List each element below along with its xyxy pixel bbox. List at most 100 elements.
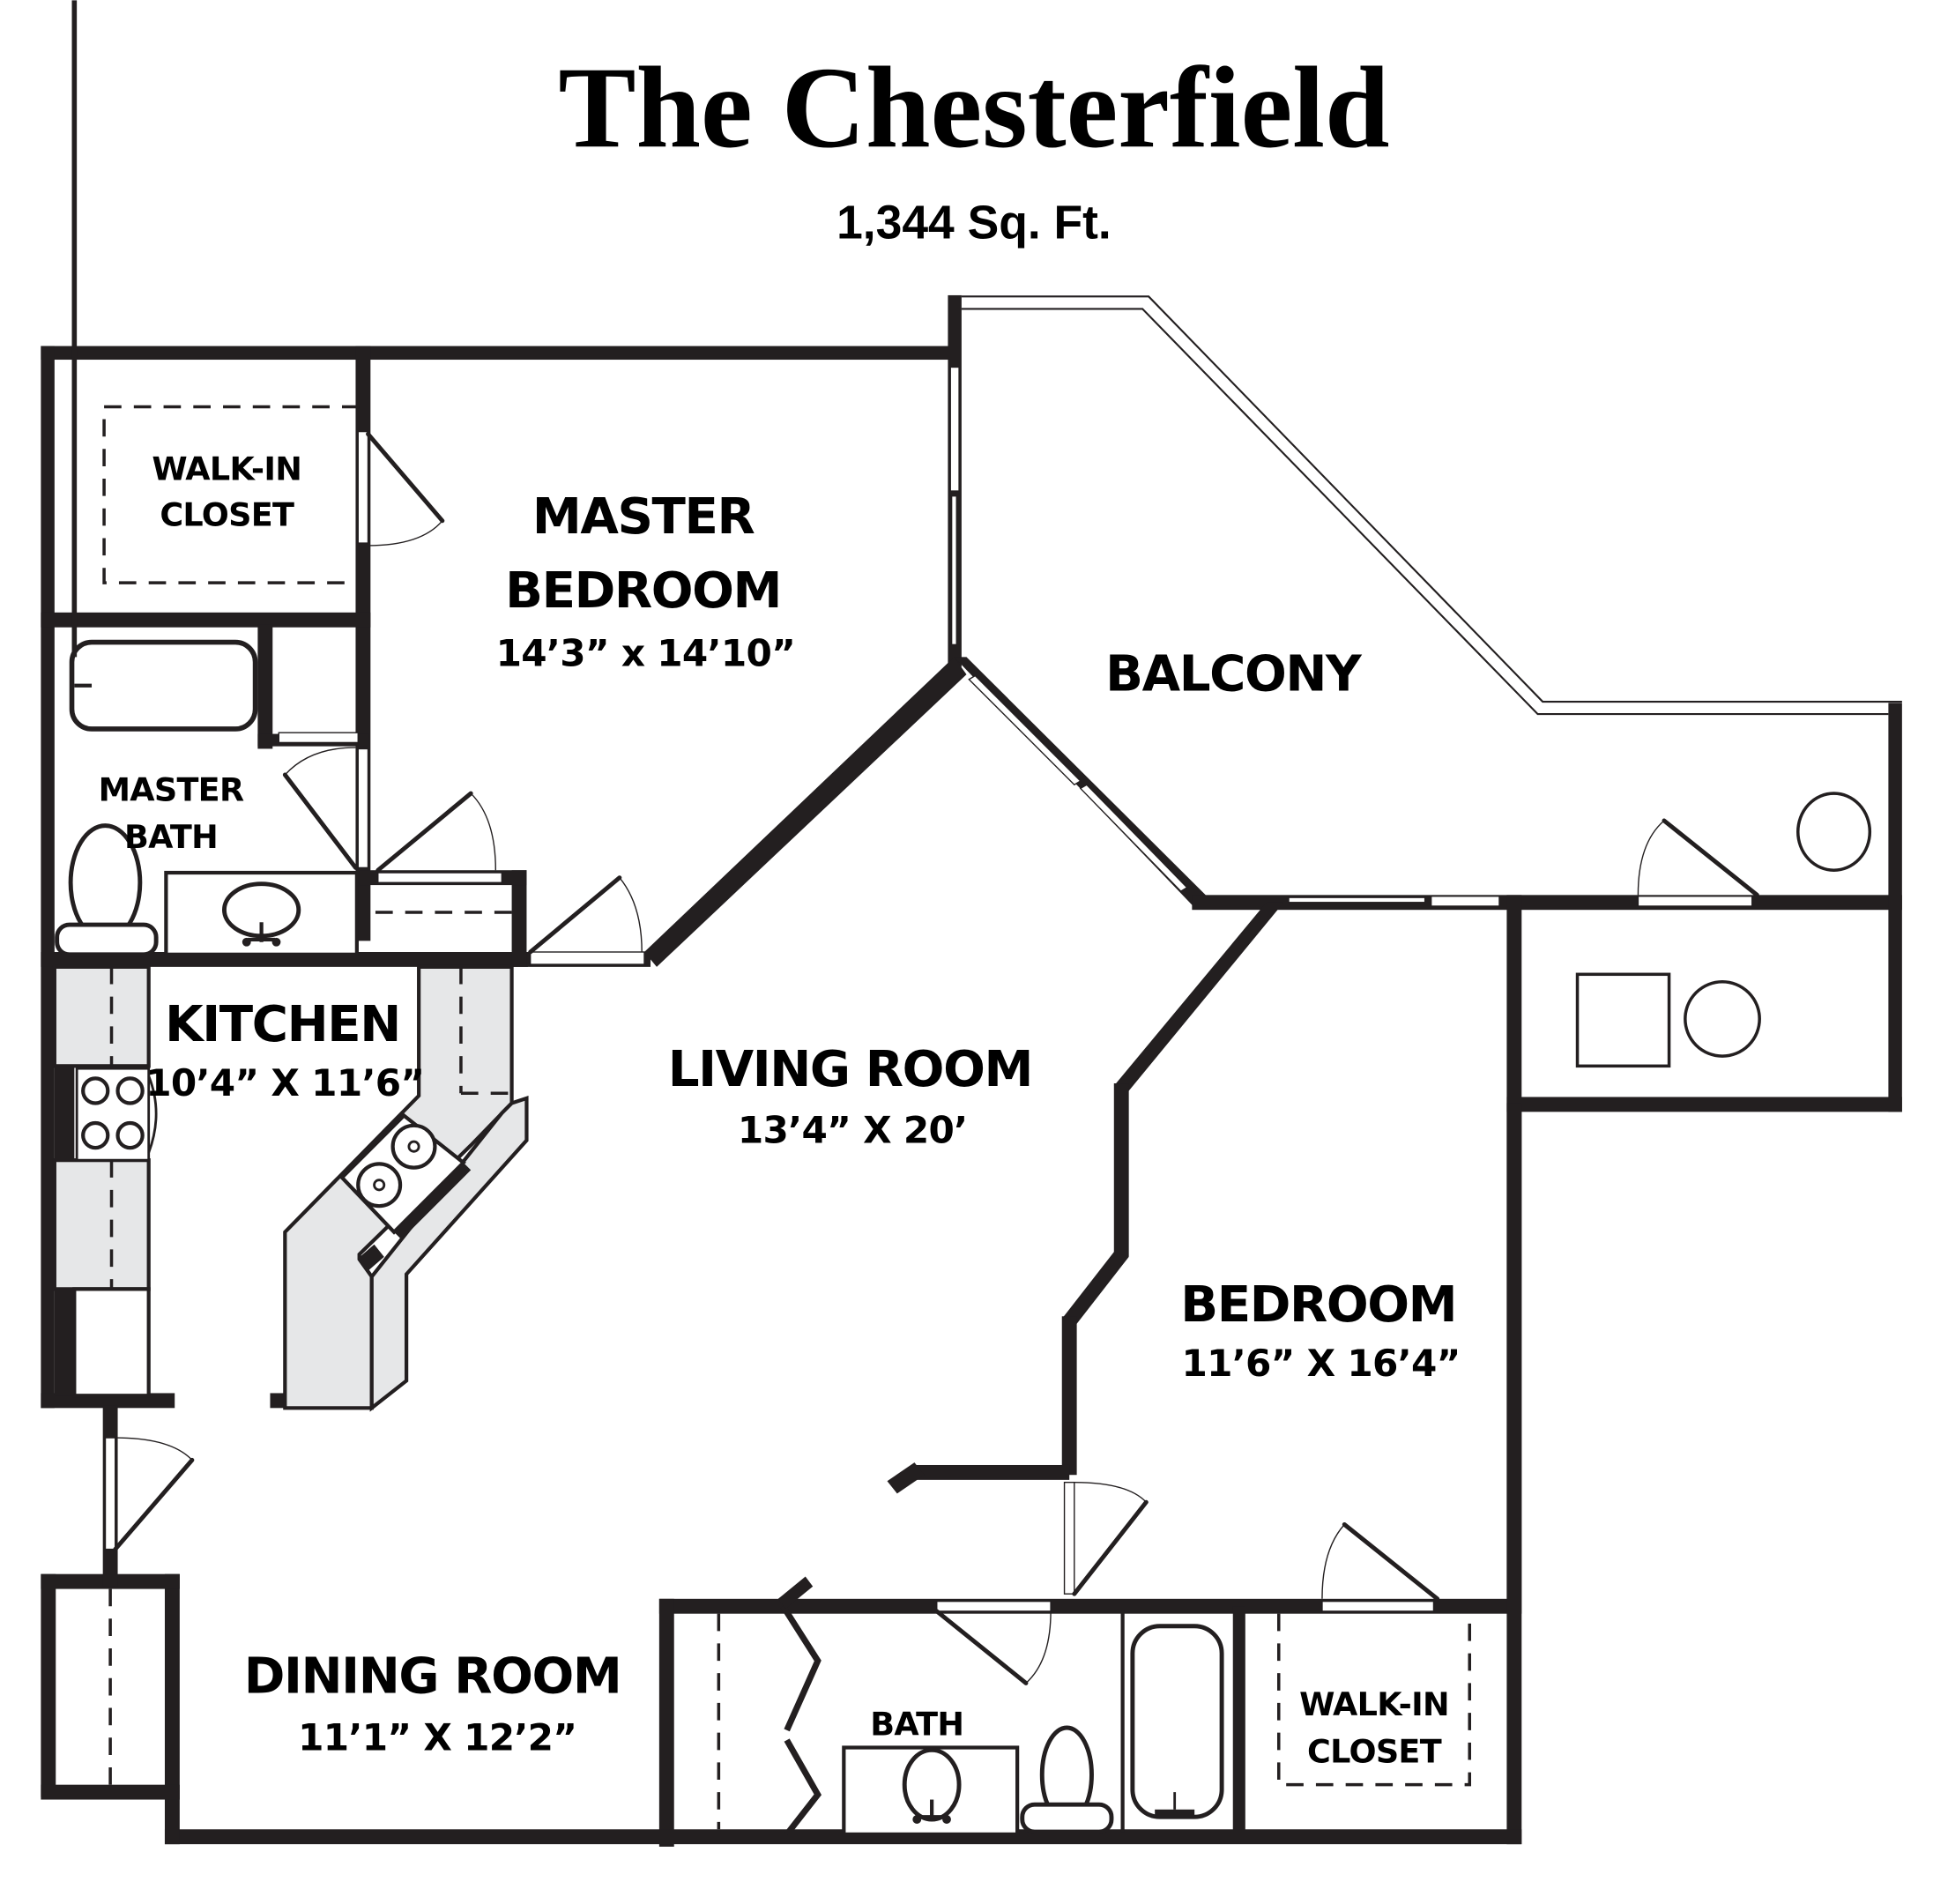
wall-outer-bottom: [164, 1829, 1522, 1845]
room-labels: WALK-IN CLOSET MASTER BEDROOM 14’3” x 14…: [99, 450, 1461, 1770]
wall-bedroom-left-upper: [1113, 1083, 1129, 1257]
label-master-bedroom-2: BEDROOM: [505, 562, 781, 620]
refrigerator: [72, 1287, 151, 1398]
bathtub-icon: [69, 639, 258, 732]
bath-fixtures: [842, 1610, 1224, 1837]
toilet-icon: [55, 823, 159, 957]
door-master-bath[interactable]: [282, 747, 358, 870]
wall-bedroom-right: [1506, 1103, 1522, 1845]
washer-icon: [1575, 972, 1671, 1068]
water-heater-icon: [1796, 792, 1872, 872]
dims-living-room: 13’4” X 20’: [738, 1108, 968, 1151]
closet-shelves: [102, 405, 1471, 1830]
wall-hall-closet-right: [511, 870, 527, 967]
sink-icon: [221, 881, 301, 947]
dryer-icon: [1684, 979, 1761, 1058]
wall-bedroom-diagonal-top: [1113, 902, 1284, 1091]
door-gap-utility: [1637, 896, 1753, 907]
stove-icon: [75, 1067, 158, 1162]
label-master-bath-2: BATH: [124, 818, 218, 856]
bath-door-gap: [357, 747, 369, 869]
label-balcony: BALCONY: [1105, 645, 1363, 703]
label-living-room: LIVING ROOM: [668, 1041, 1032, 1098]
wall-bath-top: [658, 1598, 1520, 1614]
wall-bedroom-left-lower: [1061, 1316, 1077, 1476]
fridge-side: [54, 1289, 75, 1396]
label-bedroom-closet-2: CLOSET: [1307, 1732, 1442, 1770]
master-door-gap: [529, 951, 645, 965]
window-living-diagonal: [1079, 784, 1188, 893]
openings: [104, 366, 1753, 1612]
wall-coat-closet-left: [41, 1573, 56, 1797]
door-gap-bedroom-balcony: [1430, 896, 1500, 907]
door-gap-entry: [104, 1437, 116, 1551]
label-kitchen: KITCHEN: [165, 996, 400, 1053]
window-master-2: [950, 495, 957, 646]
wall-utility-bottom: [1506, 1097, 1902, 1112]
label-master-closet-2: CLOSET: [160, 495, 294, 533]
dims-dining-room: 11’1” X 12’2”: [298, 1715, 576, 1759]
wall-kitchen-top: [41, 952, 528, 967]
label-master-closet: WALK-IN: [152, 450, 301, 487]
bathtub-icon: [1130, 1624, 1224, 1819]
dims-master-bedroom: 14’3” x 14’10”: [496, 631, 795, 674]
dims-kitchen: 10’4” X 11’6”: [145, 1061, 424, 1104]
linen-door-gap: [278, 732, 359, 744]
wall-bath-left: [658, 1598, 674, 1847]
bifold-door-2[interactable]: [784, 1738, 822, 1837]
window-living-bottom: [1288, 896, 1426, 904]
door-entry[interactable]: [113, 1437, 195, 1552]
wall-bedroom-diagonal-mid: [1061, 1252, 1129, 1324]
dims-bedroom: 11’6” X 16’4”: [1181, 1342, 1460, 1385]
label-master-bath: MASTER: [99, 770, 244, 808]
door-bedroom[interactable]: [1072, 1481, 1149, 1596]
door-gap-bedroom: [1063, 1481, 1075, 1595]
door-master-bedroom[interactable]: [528, 875, 643, 955]
stove-side: [54, 1066, 75, 1161]
wall-diagonal-master: [644, 657, 967, 967]
door-bath[interactable]: [934, 1609, 1052, 1685]
balcony-railing: [961, 295, 1902, 716]
label-dining-room: DINING ROOM: [244, 1648, 621, 1706]
shelf-master-closet: [102, 405, 360, 584]
door-gap-closet: [1321, 1600, 1435, 1612]
sliding-door-balcony: [968, 674, 1082, 786]
utility-fixtures: [1575, 792, 1872, 1068]
counter-left-top: [52, 964, 151, 1068]
wall-bath-closet-divider: [1232, 1606, 1245, 1842]
wall-coat-closet-bottom: [41, 1784, 180, 1800]
toilet-icon: [1020, 1725, 1114, 1834]
label-bath: BATH: [870, 1705, 963, 1743]
shelf-bedroom-closet: [1276, 1613, 1471, 1787]
walls: [41, 294, 1902, 1847]
wall-stub: [911, 1464, 1070, 1480]
wall-outer-top-left: [41, 346, 961, 361]
door-bedroom-closet[interactable]: [1321, 1522, 1440, 1602]
door-gap-bath: [936, 1600, 1052, 1612]
plan-title: The Chesterfield: [558, 42, 1389, 172]
door-master-closet[interactable]: [366, 431, 445, 547]
counter-left-bottom: [52, 1158, 151, 1291]
wall-dining-left: [164, 1573, 180, 1845]
doors[interactable]: [113, 431, 1759, 1837]
wall-closet-bottom: [41, 612, 371, 628]
wall-stub-angle: [887, 1462, 925, 1494]
label-master-bedroom: MASTER: [532, 488, 755, 546]
bifold-stub: [777, 1576, 814, 1610]
sink-icon: [902, 1747, 962, 1824]
door-balcony-utility[interactable]: [1637, 818, 1759, 897]
square-footage: 1,344 Sq. Ft.: [836, 197, 1111, 249]
hall-closet-door-gap: [377, 872, 503, 883]
kitchen-cabinets: [52, 964, 529, 1412]
door-hall-closet[interactable]: [375, 791, 497, 873]
label-bedroom-closet: WALK-IN: [1299, 1685, 1449, 1723]
window-master-1: [949, 366, 960, 492]
wall-outer-left: [41, 346, 55, 1409]
master-bath-fixtures: [55, 0, 359, 957]
bifold-door-1[interactable]: [780, 1604, 822, 1732]
double-sink-icon: [339, 1112, 472, 1240]
window-closet-door: [357, 430, 369, 544]
wall-balcony-right: [1888, 703, 1902, 1112]
label-bedroom: BEDROOM: [1180, 1276, 1456, 1334]
